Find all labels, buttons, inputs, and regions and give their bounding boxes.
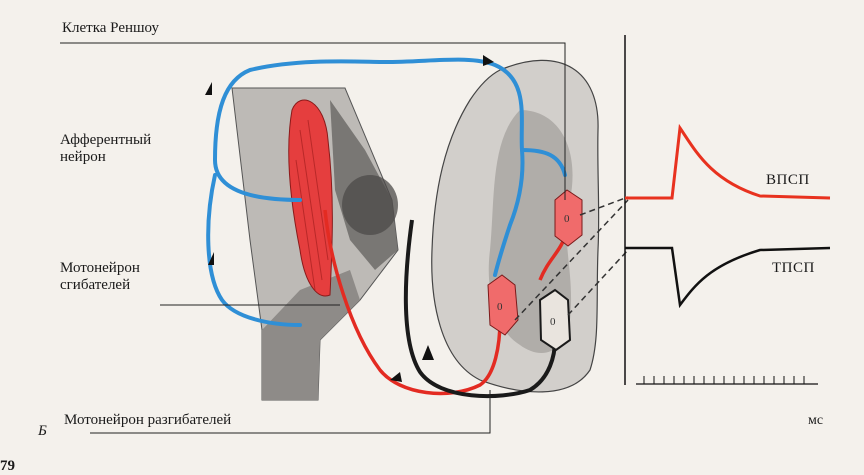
afferent-neuron xyxy=(206,57,567,327)
figure-number: 79 xyxy=(0,458,15,474)
flexor-neuron-body: 0 xyxy=(487,274,519,336)
projection-lines xyxy=(514,196,629,321)
svg-text:0: 0 xyxy=(564,213,570,225)
flexor-muscle xyxy=(288,99,333,297)
time-ticks xyxy=(643,376,805,384)
label-time-unit: мс xyxy=(808,413,824,428)
leader-lines xyxy=(60,42,566,434)
label-afferent-line2: нейрон xyxy=(60,149,106,165)
renshaw-cell: 0 xyxy=(554,189,583,247)
svg-text:0: 0 xyxy=(497,301,503,313)
label-afferent-line1: Афферентный xyxy=(60,132,152,148)
label-renshaw-cell: Клетка Реншоу xyxy=(62,20,159,36)
epsp-trace xyxy=(625,123,831,200)
label-extensor-motoneuron: Мотонейрон разгибателей xyxy=(64,412,232,428)
recording-panel xyxy=(624,35,831,385)
label-flexor-line2: сгибателей xyxy=(60,277,131,293)
label-flexor-line1: Мотонейрон xyxy=(60,260,140,276)
panel-letter: Б xyxy=(38,423,47,439)
extensor-motoneuron-path xyxy=(403,219,557,398)
ipsp-trace xyxy=(625,246,831,309)
svg-text:0: 0 xyxy=(550,316,556,328)
extensor-neuron-body: 0 xyxy=(538,288,572,352)
label-epsp: ВПСП xyxy=(766,172,810,188)
label-ipsp: ТПСП xyxy=(772,260,815,276)
arrow-icons xyxy=(205,55,494,382)
